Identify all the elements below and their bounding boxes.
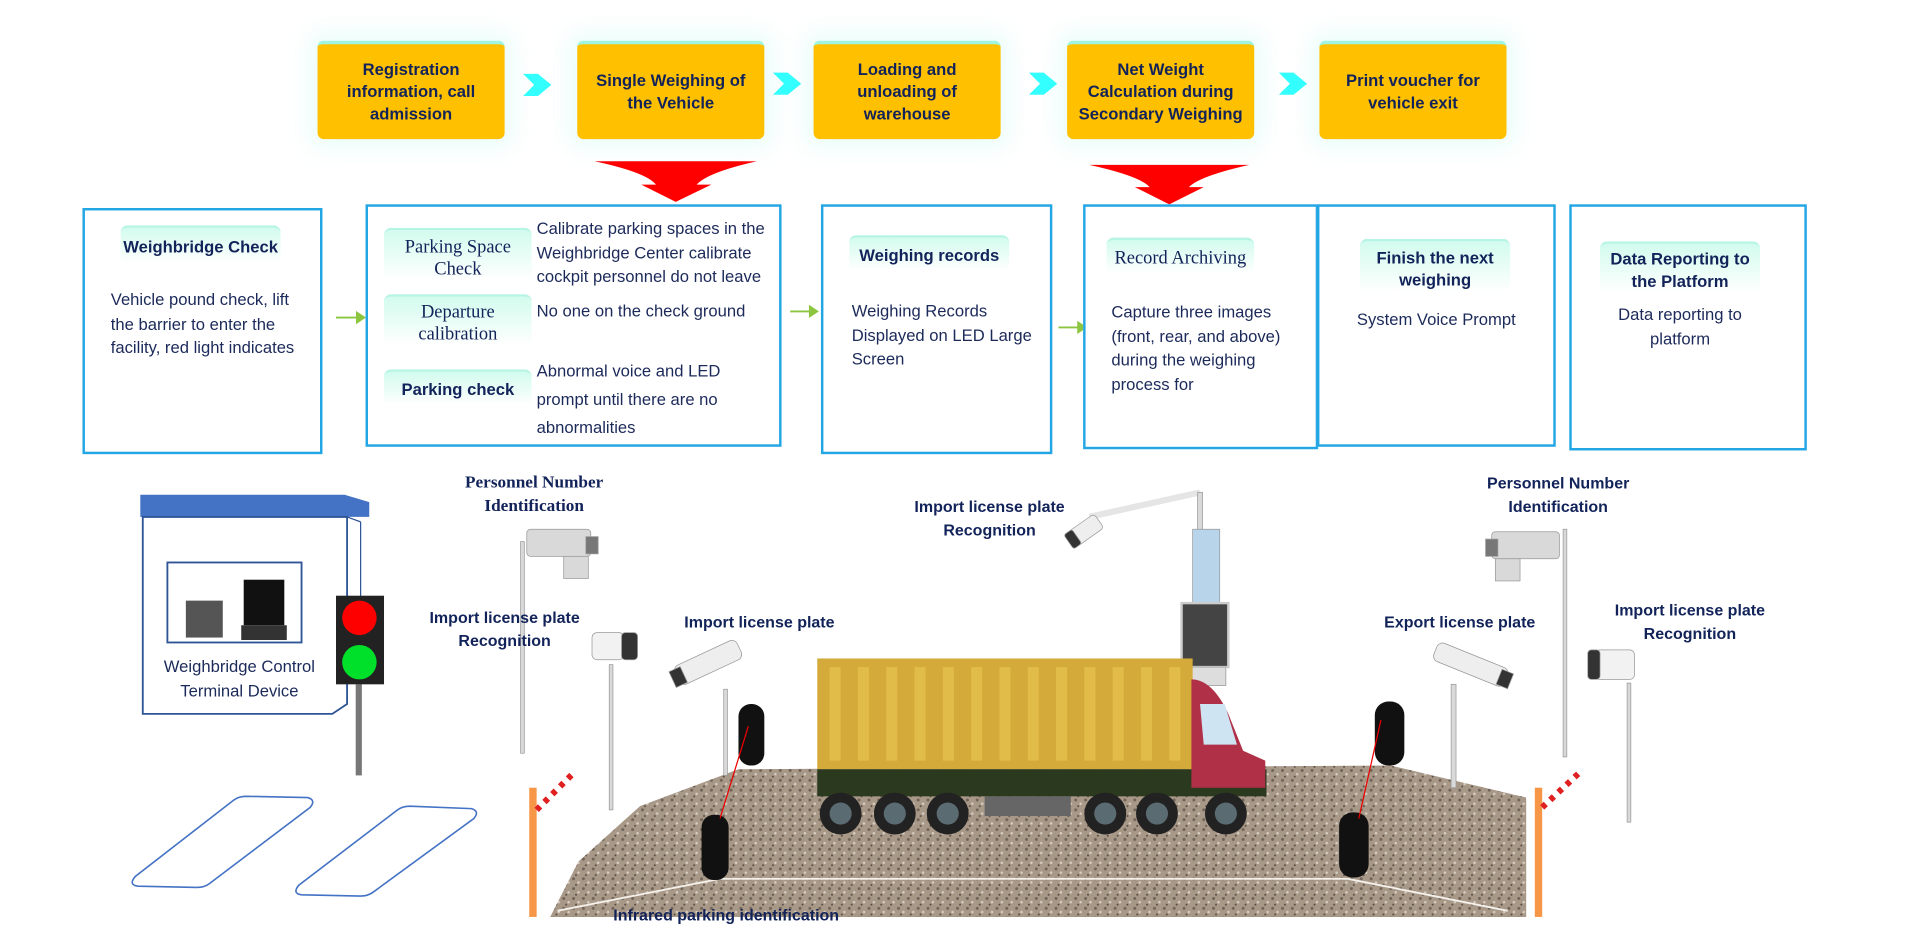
barrier-gate-right	[1534, 770, 1582, 917]
container-truck	[817, 658, 1267, 835]
box-camera-icon	[668, 640, 743, 688]
import-plate-label: Import license plate	[684, 612, 835, 632]
step-registration: Registration information, call admission	[317, 40, 505, 140]
check-text: Abnormal voice and LED prompt until ther…	[536, 361, 721, 437]
chevron-right-icon	[523, 72, 1308, 97]
personnel-id-right-label: Personnel Number Identification	[1487, 473, 1630, 516]
traffic-light	[336, 595, 385, 776]
card-text: Data reporting to platform	[1618, 305, 1742, 348]
personnel-id-left-label: Personnel Number Identification	[464, 473, 604, 516]
card-title: Weighing records	[849, 235, 1010, 275]
infrared-label: Infrared parking identification	[613, 905, 840, 925]
bullet-camera-icon	[1587, 649, 1635, 680]
card-text: System Voice Prompt	[1356, 310, 1516, 329]
box-camera-icon	[526, 528, 599, 579]
card-title: Finish the next weighing	[1360, 238, 1511, 298]
import-lpr-gantry-label: Import license plate Recognition	[914, 497, 1065, 540]
bullet-camera-icon	[591, 632, 638, 661]
control-booth	[140, 494, 370, 715]
step-single-weighing: Single Weighing of the Vehicle	[577, 40, 765, 140]
card-title: Data Reporting to the Platform	[1600, 241, 1761, 298]
box-camera-icon	[1485, 531, 1560, 582]
card-text: Capture three images (front, rear, and a…	[1111, 302, 1281, 394]
check-text: Calibrate parking spaces in the Weighbri…	[536, 219, 765, 286]
import-lpr-left-label: Import license plate Recognition	[429, 608, 580, 650]
down-arrow-icon	[1089, 164, 1250, 205]
check-title-departure: Departure calibration	[384, 294, 532, 351]
card-text: Vehicle pound check, lift the barrier to…	[110, 290, 295, 357]
terminal-label: Weighbridge Control Terminal Device	[163, 657, 315, 700]
check-title-parking-space: Parking Space Check	[384, 227, 532, 286]
infrared-sensor-icon	[701, 701, 1405, 881]
barrier-gate-left	[529, 770, 576, 917]
pedestrian-pads	[131, 795, 478, 897]
card-title: Weighbridge Check	[120, 225, 281, 268]
step-print-voucher: Print voucher for vehicle exit	[1319, 40, 1507, 140]
box-camera-icon	[1433, 642, 1514, 690]
card-title: Record Archiving	[1106, 237, 1255, 277]
step-net-weight: Net Weight Calculation during Secondary …	[1067, 40, 1255, 140]
import-lpr-right-label: Import license plate Recognition	[1614, 600, 1766, 643]
export-plate-label: Export license plate	[1384, 612, 1536, 632]
bullet-camera-icon	[1064, 514, 1103, 549]
check-title-parking-check: Parking check	[384, 369, 532, 409]
step-loading-unloading: Loading and unloading of warehouse	[813, 40, 1001, 140]
down-arrow-icon	[594, 161, 757, 202]
card-text: Weighing Records Displayed on LED Large …	[851, 301, 1032, 369]
check-text: No one on the check ground	[536, 301, 746, 321]
